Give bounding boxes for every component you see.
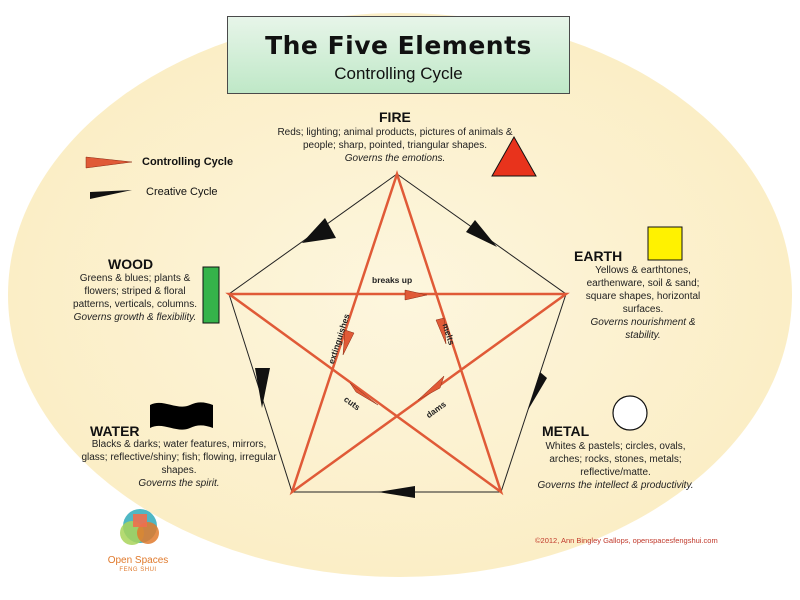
creative-arrow-fire-earth [466, 220, 497, 247]
wood-title: WOOD [108, 256, 154, 272]
control-arrow-dams [417, 375, 445, 401]
wood-rectangle-icon [202, 266, 220, 324]
metal-desc-text: Whites & pastels; circles, ovals, arches… [545, 441, 686, 478]
metal-title: METAL [542, 423, 590, 439]
control-arrow-cuts [349, 382, 379, 406]
earth-desc-text: Yellows & earthtones, earthenware, soil … [585, 265, 701, 315]
earth-square-icon [647, 226, 683, 261]
logo-tagline: FENG SHUI [119, 567, 157, 573]
fire-triangle-icon [491, 135, 537, 177]
creative-arrow-earth-metal [528, 372, 547, 410]
legend-controlling-arrow [85, 156, 133, 169]
creative-arrow-wood-fire [302, 218, 336, 243]
controlling-cycle-star [225, 169, 570, 496]
logo-name: Open Spaces [107, 555, 169, 566]
metal-description: Whites & pastels; circles, ovals, arches… [528, 440, 703, 492]
fire-governs: Governs the emotions. [344, 153, 446, 164]
control-arrow-breaks-up [404, 289, 428, 301]
water-description: Blacks & darks; water features, mirrors,… [80, 438, 278, 490]
title-banner: The Five Elements Controlling Cycle [227, 16, 570, 94]
page-title: The Five Elements [265, 31, 532, 60]
wood-governs: Governs growth & flexibility. [73, 312, 197, 323]
earth-title: EARTH [574, 248, 623, 264]
water-wave-icon [150, 402, 213, 430]
wood-desc-text: Greens & blues; plants & flowers; stripe… [73, 273, 197, 310]
earth-description: Yellows & earthtones, earthenware, soil … [572, 264, 714, 342]
legend-controlling-label: Controlling Cycle [142, 156, 234, 168]
earth-governs: Governs nourishment & stability. [590, 317, 696, 341]
fire-title: FIRE [379, 109, 411, 125]
control-arrow-extinguishes [342, 329, 355, 356]
logo-mark-icon [120, 509, 159, 545]
fire-description: Reds; lighting; animal products, picture… [270, 126, 520, 165]
water-desc-text: Blacks & darks; water features, mirrors,… [81, 439, 277, 476]
creative-arrow-water-wood [255, 368, 270, 408]
page-subtitle: Controlling Cycle [334, 64, 463, 83]
legend-creative-label: Creative Cycle [146, 186, 218, 198]
metal-circle-icon [612, 395, 648, 431]
creative-arrow-metal-water [378, 486, 415, 498]
metal-governs: Governs the intellect & productivity. [537, 480, 694, 491]
copyright-text: ©2012, Ann Bingley Gallops, openspacesfe… [535, 536, 718, 545]
wood-description: Greens & blues; plants & flowers; stripe… [70, 272, 200, 324]
water-governs: Governs the spirit. [138, 478, 220, 489]
label-breaks-up: breaks up [372, 275, 413, 285]
water-title: WATER [90, 423, 140, 439]
control-arrow-melts [435, 317, 447, 345]
legend-creative-arrow [90, 190, 132, 199]
fire-desc-text: Reds; lighting; animal products, picture… [277, 127, 513, 151]
